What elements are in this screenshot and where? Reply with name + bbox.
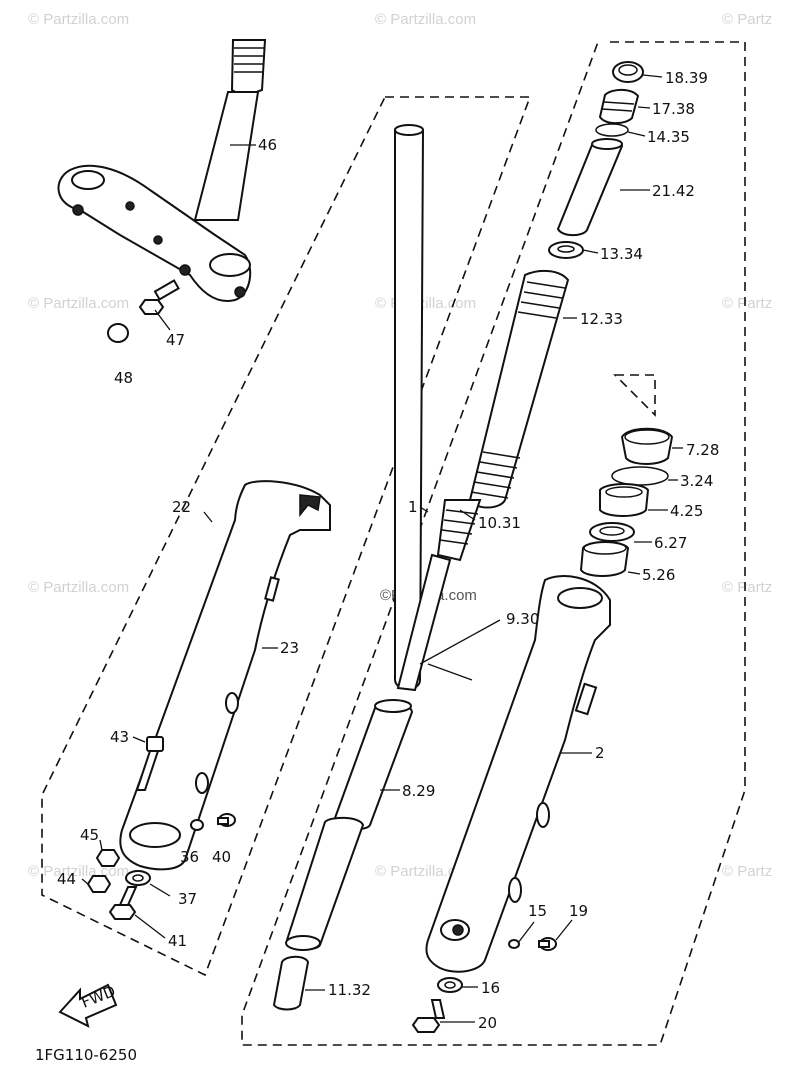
watermark: © Partzilla.com (375, 11, 476, 28)
screw-19[interactable] (538, 937, 557, 951)
o-ring[interactable] (595, 123, 629, 137)
callout-41: 41 (168, 932, 187, 950)
callout-6-27: 6.27 (654, 534, 687, 552)
callout-40: 40 (212, 848, 231, 866)
callout-8-29: 8.29 (402, 782, 435, 800)
callout-10-31: 10.31 (478, 514, 521, 532)
slide-metal-5[interactable] (579, 541, 630, 577)
callout-11-32: 11.32 (328, 981, 371, 999)
left-fork-assembly-outline (41, 96, 532, 977)
screw-40[interactable] (217, 813, 236, 827)
callout-19: 19 (569, 902, 588, 920)
washer-37[interactable] (125, 870, 151, 886)
oil-lock-piece[interactable] (272, 816, 365, 1011)
callout-labels: 46 47 48 22 23 43 45 44 36 40 37 41 1 10… (57, 69, 719, 1032)
nut-44[interactable] (86, 875, 112, 893)
spring-seat[interactable] (548, 241, 584, 259)
right-fork-assembly-outline (613, 374, 656, 417)
bolt-20[interactable] (411, 999, 446, 1033)
fork-spring[interactable] (468, 269, 570, 509)
oil-seal[interactable] (599, 483, 650, 517)
washer-16[interactable] (437, 977, 463, 993)
washer-6[interactable] (589, 522, 635, 542)
callout-37: 37 (178, 890, 197, 908)
diagram-code: 1FG110-6250 (35, 1046, 137, 1064)
callout-18-39: 18.39 (665, 69, 708, 87)
cap-bolt[interactable] (612, 61, 644, 83)
right-outer-tube[interactable] (425, 575, 611, 973)
fwd-arrow-icon: FWD (58, 982, 118, 1028)
callout-1: 1 (408, 498, 418, 516)
callout-2: 2 (595, 744, 605, 762)
callout-14-35: 14.35 (647, 128, 690, 146)
nut-45[interactable] (95, 849, 121, 867)
watermark: © Partzilla.com (28, 295, 129, 312)
callout-45: 45 (80, 826, 99, 844)
watermark: © Partzilla.com (375, 295, 476, 312)
watermark: © Partzilla.com (28, 11, 129, 28)
callout-36: 36 (180, 848, 199, 866)
cap-screw[interactable] (598, 88, 640, 125)
callout-15: 15 (528, 902, 547, 920)
spacer[interactable] (556, 138, 624, 237)
washer-15[interactable] (508, 939, 520, 949)
watermark: © Partzilla.com (28, 579, 129, 596)
callout-48: 48 (114, 369, 133, 387)
bolt-41[interactable] (108, 886, 138, 920)
callout-21-42: 21.42 (652, 182, 695, 200)
cap-48[interactable] (107, 323, 129, 343)
callout-5-26: 5.26 (642, 566, 675, 584)
callout-3-24: 3.24 (680, 472, 713, 490)
callout-7-28: 7.28 (686, 441, 719, 459)
left-outer-tube[interactable] (119, 480, 331, 871)
washer-36[interactable] (190, 819, 204, 831)
callout-46: 46 (258, 136, 277, 154)
callout-12-33: 12.33 (580, 310, 623, 328)
callout-17-38: 17.38 (652, 100, 695, 118)
retaining-clip[interactable] (611, 466, 669, 486)
callout-47: 47 (166, 331, 185, 349)
callout-13-34: 13.34 (600, 245, 643, 263)
callout-16: 16 (481, 979, 500, 997)
watermark: © Partz (722, 579, 772, 596)
callout-44: 44 (57, 870, 76, 888)
damper-rod[interactable] (396, 499, 482, 692)
watermark: © Partz (722, 11, 772, 28)
leader-lines (81, 74, 683, 1023)
callout-20: 20 (478, 1014, 497, 1032)
slide-metal[interactable] (333, 699, 414, 831)
bolt-47[interactable] (138, 279, 180, 315)
bolt-43[interactable] (135, 736, 164, 791)
callout-4-25: 4.25 (670, 502, 703, 520)
callout-23: 23 (280, 639, 299, 657)
callout-9-30: 9.30 (506, 610, 539, 628)
inner-tube-assembly-outline (241, 41, 746, 1046)
callout-22: 22 (172, 498, 191, 516)
steering-stem[interactable] (57, 39, 267, 302)
dust-seal[interactable] (620, 427, 674, 465)
callout-43: 43 (110, 728, 129, 746)
watermark: © Partz (722, 295, 772, 312)
watermark: © Partz (722, 863, 772, 880)
